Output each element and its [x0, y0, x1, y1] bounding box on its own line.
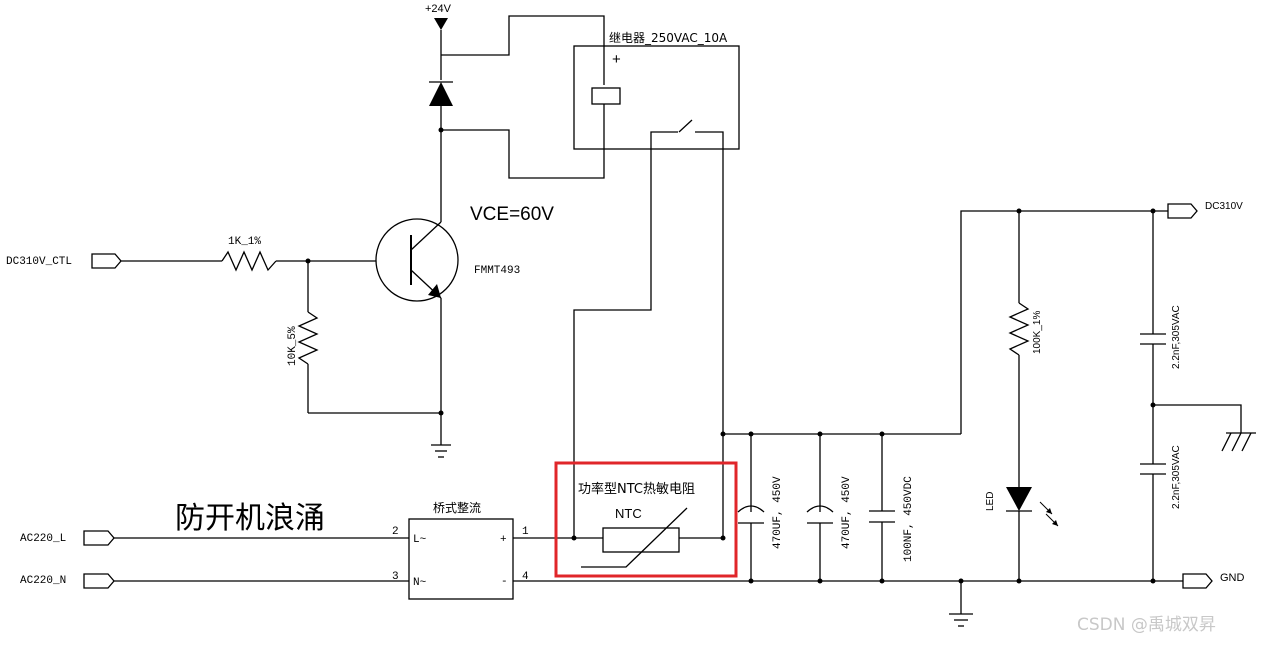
cap-470uf-2-icon [806, 505, 834, 513]
resistor-100k-icon [1008, 302, 1030, 356]
dc310v-label: DC310V [1205, 201, 1243, 212]
rect-pin-minus: - [501, 576, 508, 588]
watermark: CSDN @禹城双昇 [1077, 615, 1216, 635]
ntc-thermistor: 功率型NTC热敏电阻 NTC [554, 461, 738, 578]
capacitor-y-1: 2.2nF,305VAC [1140, 211, 1182, 405]
rectifier-label: 桥式整流 [433, 500, 481, 515]
capacitor-470uf-1: 470UF, 450V [737, 434, 784, 581]
gnd-port: GND [1182, 572, 1245, 589]
r2-label: 10K_5% [287, 326, 299, 366]
relay-switch-icon [678, 119, 693, 133]
relay-coil-icon [591, 87, 621, 105]
flyback-diode [429, 81, 453, 222]
cap-470uf-1-icon [737, 505, 765, 513]
relay-plus: + [612, 51, 621, 68]
ntc-label: NTC [615, 506, 642, 521]
resistor-1k: 1K_1% [221, 236, 277, 272]
dc310v-port: DC310V [1167, 201, 1243, 219]
transistor: VCE=60V FMMT493 [375, 204, 554, 302]
ac-n-label: AC220_N [20, 575, 66, 587]
relay-body [573, 45, 740, 150]
rect-pin-4: 4 [522, 571, 529, 583]
ac-n-port: AC220_N [20, 573, 115, 589]
vce-label: VCE=60V [470, 204, 554, 225]
c2-label: 470UF, 450V [841, 476, 853, 549]
gnd-label: GND [1220, 572, 1245, 584]
rect-pin-n: N~ [413, 577, 427, 589]
emitter-arrow-icon [428, 284, 441, 298]
ac-n-port-icon [83, 573, 115, 589]
resistor-10k-icon [297, 311, 319, 365]
c1-label: 470UF, 450V [772, 476, 784, 549]
ground-symbol-1 [431, 444, 451, 458]
dc310v-port-icon [1167, 203, 1198, 219]
rect-pin-plus: + [500, 534, 507, 546]
relay-wire-left [573, 137, 652, 538]
ntc-title: 功率型NTC热敏电阻 [578, 481, 695, 497]
led-icon [1006, 487, 1032, 511]
ground-symbol-2 [949, 581, 973, 627]
capacitor-y-2: 2.2nF,305VAC [1140, 405, 1182, 581]
supply-arrow-icon [434, 18, 448, 30]
capacitor-100nf: 100NF, 450VDC [869, 434, 915, 581]
resistor-100k: 100K_1% [1008, 211, 1043, 487]
ntc-body-icon [602, 527, 680, 553]
ctl-port: DC310V_CTL [6, 253, 122, 269]
transistor-label: FMMT493 [474, 265, 520, 277]
ctl-port-icon [91, 253, 122, 269]
ac-l-label: AC220_L [20, 533, 66, 545]
rect-pin-l: L~ [413, 534, 427, 546]
coil-wire-bottom [441, 104, 605, 179]
resistor-1k-icon [221, 250, 277, 272]
ac-l-port: AC220_L [20, 530, 115, 546]
ctl-port-label: DC310V_CTL [6, 256, 72, 268]
diode-icon [429, 82, 453, 106]
rect-pin-3: 3 [392, 571, 399, 583]
dc-bus-out [960, 210, 1168, 434]
relay: 继电器_250VAC_10A + [573, 31, 740, 150]
led-label: LED [985, 492, 996, 511]
r3-label: 100K_1% [1032, 311, 1043, 354]
diagram-title: 防开机浪涌 [175, 501, 325, 536]
rectifier-body [408, 518, 514, 600]
r1-label: 1K_1% [228, 236, 261, 248]
ntc-highlight-box [554, 461, 738, 578]
led-indicator: LED [985, 487, 1059, 581]
bridge-rectifier: 桥式整流 2 3 1 4 L~ N~ + - [392, 500, 529, 600]
c3-label: 100NF, 450VDC [903, 476, 915, 562]
rect-pin-1: 1 [522, 526, 529, 538]
relay-label: 继电器_250VAC_10A [609, 31, 728, 45]
chassis-ground [1153, 404, 1256, 452]
ac-l-port-icon [83, 530, 115, 546]
capacitor-470uf-2: 470UF, 450V [806, 434, 853, 581]
rect-pin-2: 2 [392, 526, 399, 538]
gnd-port-icon [1182, 573, 1213, 589]
c5-label: 2.2nF,305VAC [1171, 445, 1182, 509]
c4-label: 2.2nF,305VAC [1171, 305, 1182, 369]
coil-wire-top [441, 15, 605, 85]
transistor-body-icon [375, 218, 459, 302]
supply-24v: +24V [425, 3, 452, 80]
resistor-10k: 10K_5% [287, 261, 319, 413]
supply-label: +24V [425, 3, 452, 15]
